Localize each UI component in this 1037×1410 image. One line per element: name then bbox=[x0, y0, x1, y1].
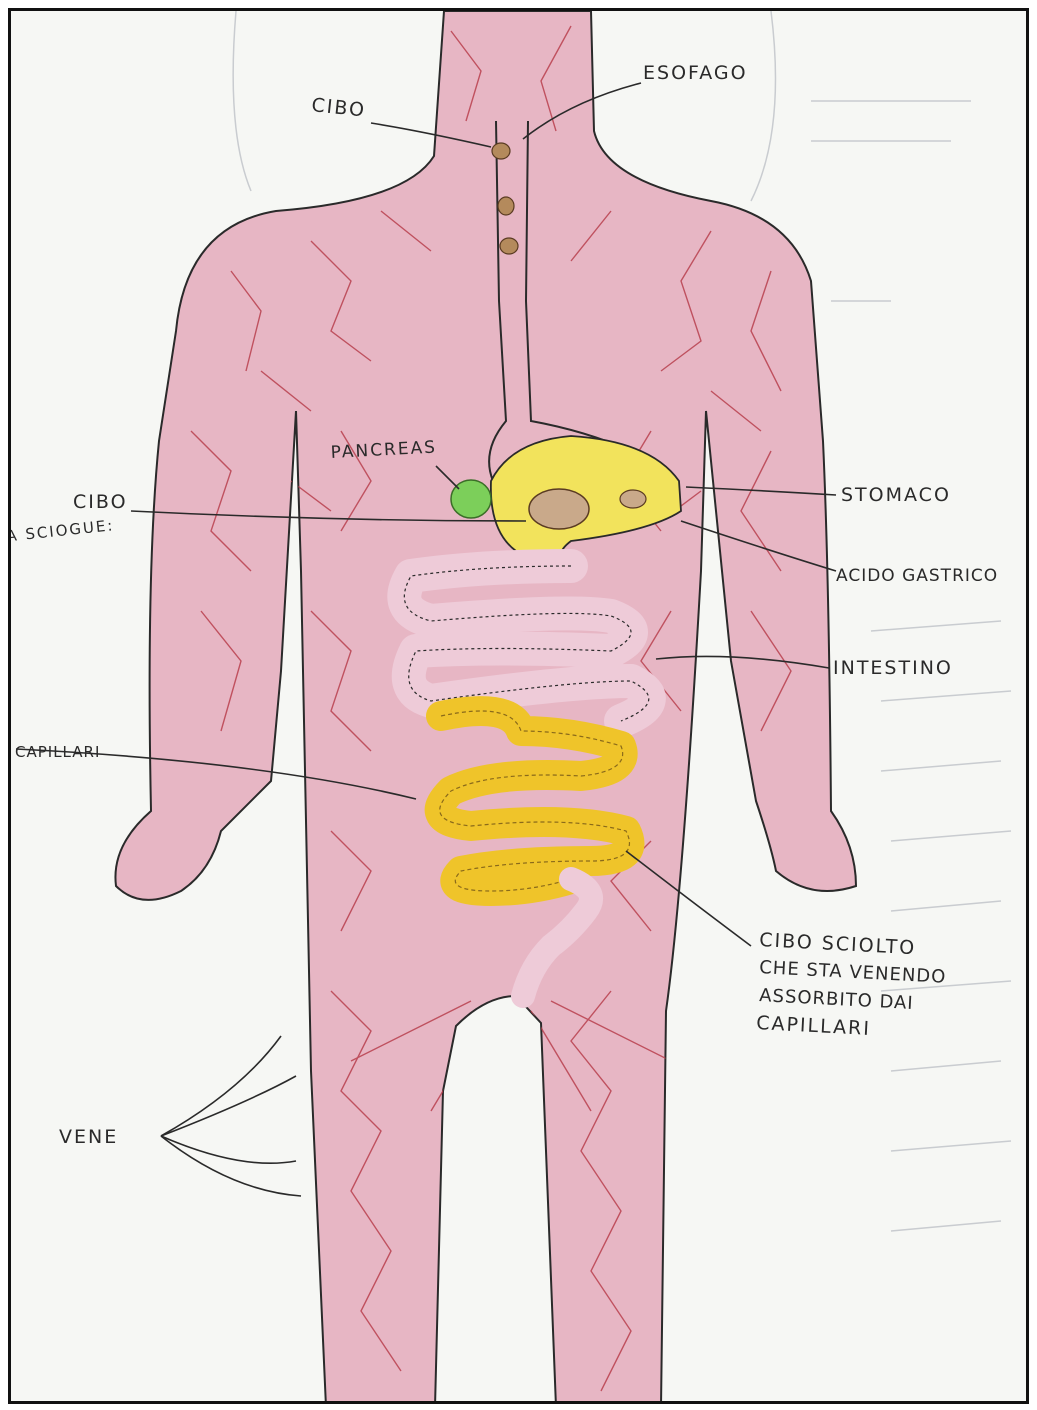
food-in-stomach bbox=[529, 489, 589, 529]
label-cibo-sciolto-3: ASSORBITO DAI bbox=[759, 985, 914, 1014]
label-capillari: CAPILLARI bbox=[15, 743, 100, 761]
label-vene: VENE bbox=[59, 1126, 118, 1148]
label-cibo-sciolto-1: CIBO SCIOLTO bbox=[759, 929, 917, 959]
label-cibo-sciolto-2: CHE STA VENENDO bbox=[759, 957, 947, 988]
label-cibo-mid: CIBO bbox=[73, 491, 128, 513]
label-esofago: ESOFAGO bbox=[643, 62, 748, 84]
label-cibo-sciolto-4: CAPILLARI bbox=[756, 1012, 872, 1040]
food-in-stomach-small bbox=[620, 490, 646, 508]
label-intestino: INTESTINO bbox=[833, 657, 953, 679]
diagram-frame: CIBO ESOFAGO PANCREAS CIBO A SCIOGUE: ST… bbox=[8, 8, 1029, 1404]
label-acido-gastrico: ACIDO GASTRICO bbox=[836, 566, 998, 586]
body-diagram: CIBO ESOFAGO PANCREAS CIBO A SCIOGUE: ST… bbox=[11, 11, 1029, 1404]
label-cibo-top: CIBO bbox=[310, 94, 367, 122]
pancreas-organ bbox=[451, 480, 491, 518]
label-stomaco: STOMACO bbox=[841, 484, 951, 506]
label-si-sciogue: A SCIOGUE: bbox=[11, 516, 115, 545]
